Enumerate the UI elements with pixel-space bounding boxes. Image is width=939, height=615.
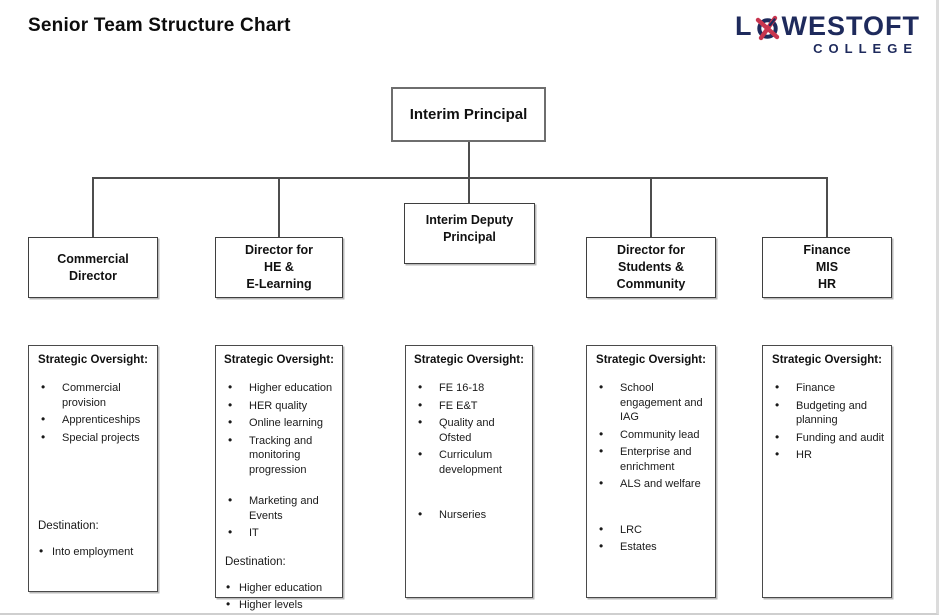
page-title: Senior Team Structure Chart: [28, 15, 291, 36]
list-item: Higher levels: [216, 597, 342, 613]
box-interim-deputy-principal: Interim Deputy Principal: [404, 203, 535, 264]
list-item: Curriculum development: [406, 447, 532, 480]
list-item: Tracking and monitoring progression: [216, 433, 342, 481]
connector-drop-deputy: [468, 177, 470, 204]
knot-o-icon: [754, 14, 781, 41]
list-gap: [406, 480, 532, 494]
list-item: FE E&T: [406, 398, 532, 417]
box-commercial-director: Commercial Director: [28, 237, 158, 298]
list-item: HR: [763, 447, 891, 466]
logo-subtitle: COLLEGE: [813, 41, 918, 56]
oversight-list: FE 16-18FE E&TQuality and OfstedCurricul…: [406, 380, 532, 526]
oversight-list: Commercial provisionApprenticeshipsSpeci…: [29, 380, 157, 449]
oversight-list: Higher educationHER qualityOnline learni…: [216, 380, 342, 544]
list-item: Enterprise and enrichment: [587, 444, 715, 477]
oversight-box-commercial: Strategic Oversight: Commercial provisio…: [28, 345, 158, 592]
destination-list: Higher educationHigher levels: [216, 580, 342, 614]
list-item: ALS and welfare: [587, 476, 715, 495]
list-item: Higher education: [216, 380, 342, 399]
connector-drop-students: [650, 177, 652, 238]
list-item: LRC: [587, 522, 715, 541]
connector-principal-down: [468, 141, 470, 178]
destination-label: Destination:: [38, 520, 99, 532]
role-label: Finance MIS HR: [803, 243, 851, 291]
box-interim-principal: Interim Principal: [391, 87, 546, 142]
connector-drop-he: [278, 177, 280, 238]
list-item: Budgeting and planning: [763, 398, 891, 431]
list-item: Community lead: [587, 427, 715, 446]
list-gap: [406, 494, 532, 508]
list-item: School engagement and IAG: [587, 380, 715, 428]
list-gap: [587, 509, 715, 523]
destination-list: Into employment: [29, 544, 157, 563]
connector-drop-commercial: [92, 177, 94, 238]
list-item: Estates: [587, 539, 715, 558]
list-item: IT: [216, 525, 342, 544]
oversight-list: FinanceBudgeting and planningFunding and…: [763, 380, 891, 466]
oversight-heading: Strategic Oversight:: [596, 354, 706, 366]
list-item: Into employment: [29, 544, 157, 563]
list-item: Finance: [763, 380, 891, 399]
connector-horizontal: [92, 177, 828, 179]
oversight-heading: Strategic Oversight:: [38, 354, 148, 366]
oversight-box-he-elearning: Strategic Oversight: Higher educationHER…: [215, 345, 343, 611]
list-item: HER quality: [216, 398, 342, 417]
box-director-he-elearning: Director for HE & E-Learning: [215, 237, 343, 298]
oversight-heading: Strategic Oversight:: [414, 354, 524, 366]
oversight-heading: Strategic Oversight:: [224, 354, 334, 366]
list-item: Funding and audit: [763, 430, 891, 449]
role-label: Commercial Director: [57, 251, 129, 283]
oversight-box-finance: Strategic Oversight: FinanceBudgeting an…: [762, 345, 892, 598]
destination-label: Destination:: [225, 555, 286, 568]
list-item: Online learning: [216, 415, 342, 434]
role-label: Interim Deputy Principal: [425, 213, 514, 244]
list-item: Quality and Ofsted: [406, 415, 532, 448]
list-item: Apprenticeships: [29, 412, 157, 431]
list-item: Commercial provision: [29, 380, 157, 413]
oversight-box-students-community: Strategic Oversight: School engagement a…: [586, 345, 716, 598]
oversight-box-deputy: Strategic Oversight: FE 16-18FE E&TQuali…: [405, 345, 533, 598]
list-gap: [587, 495, 715, 509]
college-logo: L WESTOFT COLLEGE: [715, 11, 920, 57]
logo-text-end: WESTOFT: [781, 11, 920, 41]
list-item: Marketing and Events: [216, 493, 342, 526]
box-finance-mis-hr: Finance MIS HR: [762, 237, 892, 298]
list-item: FE 16-18: [406, 380, 532, 399]
oversight-heading: Strategic Oversight:: [772, 354, 882, 366]
list-item: Nurseries: [406, 507, 532, 526]
list-item: Special projects: [29, 430, 157, 449]
oversight-list: School engagement and IAGCommunity leadE…: [587, 380, 715, 558]
list-gap: [216, 480, 342, 494]
role-label: Director for Students & Community: [616, 243, 686, 291]
box-director-students-community: Director for Students & Community: [586, 237, 716, 298]
connector-drop-finance: [826, 177, 828, 238]
list-item: Higher education: [216, 580, 342, 599]
role-label: Interim Principal: [409, 106, 528, 123]
role-label: Director for HE & E-Learning: [244, 243, 314, 291]
logo-text-start: L: [735, 11, 753, 41]
logo-wordmark: L WESTOFT: [715, 11, 920, 41]
